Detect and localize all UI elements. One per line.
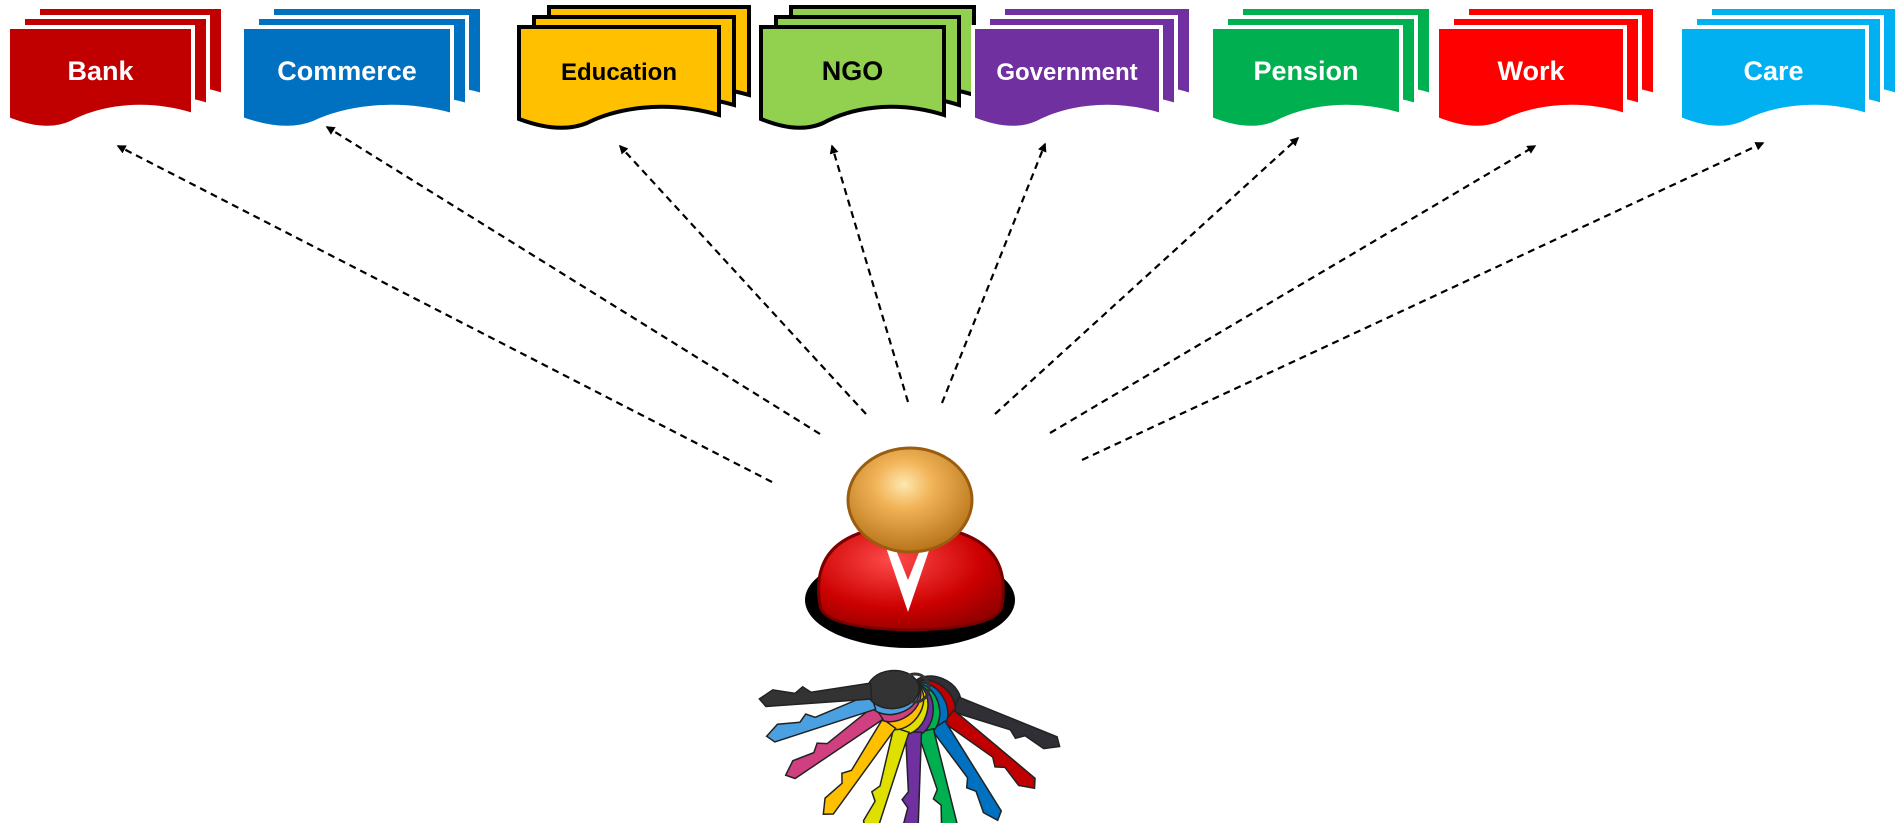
document-label: Education (561, 59, 677, 86)
user-icon (805, 446, 1015, 648)
arrows-group (116, 126, 1765, 483)
user-head (846, 446, 974, 554)
arrow-work (1049, 145, 1537, 434)
arrow-education (618, 144, 867, 415)
document-label: NGO (822, 56, 884, 86)
document-front-page (240, 25, 454, 130)
document-commerce: Commerce (240, 5, 484, 130)
document-label: Government (996, 59, 1137, 86)
document-front-page (971, 25, 1163, 130)
document-front-page (759, 25, 946, 130)
arrow-bank (116, 145, 773, 483)
key-ring (899, 672, 931, 704)
document-front-page (1209, 25, 1403, 130)
document-front-page (1435, 25, 1627, 130)
document-label: Care (1743, 56, 1803, 86)
document-bank: Bank (6, 5, 225, 130)
document-front-page (517, 25, 721, 130)
document-work: Work (1435, 5, 1657, 130)
document-label: Pension (1253, 56, 1358, 86)
arrow-ngo (829, 144, 910, 403)
document-ngo: NGO (759, 5, 976, 130)
document-education: Education (517, 5, 751, 130)
document-front-page (6, 25, 195, 130)
arrow-care (1081, 142, 1765, 461)
documents-group: Bank Commerce Education NGO Government Pensio… (6, 5, 1899, 130)
document-pension: Pension (1209, 5, 1433, 130)
document-care: Care (1678, 5, 1899, 130)
arrow-government (940, 142, 1047, 404)
document-front-page (1678, 25, 1869, 130)
document-label: Work (1497, 56, 1565, 86)
arrow-pension (994, 136, 1300, 415)
keyring-icon (758, 669, 1061, 823)
arrow-commerce (325, 126, 821, 435)
document-label: Bank (67, 56, 134, 86)
document-government: Government (971, 5, 1193, 130)
document-label: Commerce (277, 56, 417, 86)
